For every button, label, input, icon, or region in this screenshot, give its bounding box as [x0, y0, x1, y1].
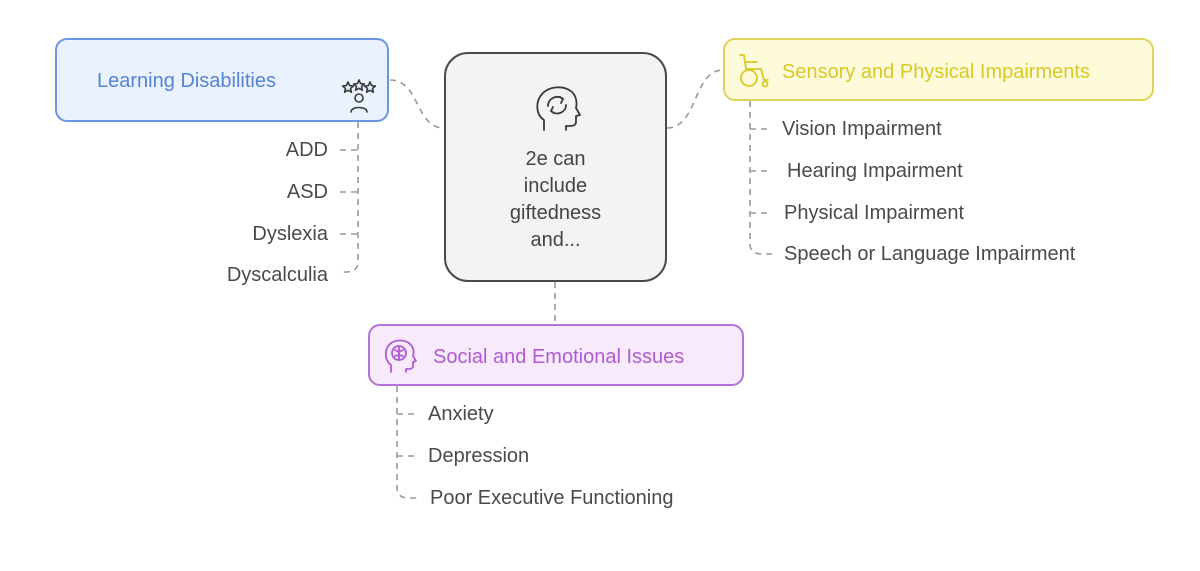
center-node: 2e can include giftedness and... — [444, 52, 667, 282]
people-stars-icon — [340, 78, 378, 121]
connector-learning — [389, 79, 445, 129]
center-text: 2e can include giftedness and... — [509, 148, 602, 251]
learning-disabilities-title: Learning Disabilities — [97, 70, 276, 92]
social-item-depression: Depression — [428, 445, 530, 467]
learning-disabilities-node: Learning Disabilities — [55, 38, 389, 122]
learning-item-add: ADD — [285, 139, 328, 161]
learning-item-asd: ASD — [286, 181, 328, 203]
sensory-item-hearing: Hearing Impairment — [787, 160, 963, 182]
connector-sensory — [666, 69, 724, 129]
social-item-executive: Poor Executive Functioning — [430, 487, 674, 509]
connector-sensory-tree — [749, 101, 772, 255]
learning-item-dyscalculia: Dyscalculia — [226, 264, 328, 286]
wheelchair-icon — [737, 52, 773, 93]
learning-item-dyslexia: Dyslexia — [252, 223, 328, 245]
brain-head-icon — [383, 338, 417, 379]
sensory-item-vision: Vision Impairment — [782, 118, 942, 140]
sensory-item-speech: Speech or Language Impairment — [784, 243, 1076, 265]
sensory-item-physical: Physical Impairment — [784, 202, 965, 224]
connector-learning-tree — [340, 122, 359, 273]
social-emotional-node: Social and Emotional Issues — [368, 324, 744, 386]
connector-social-tree — [396, 386, 418, 499]
head-arrows-icon — [530, 82, 584, 141]
sensory-physical-node: Sensory and Physical Impairments — [723, 38, 1154, 101]
sensory-physical-title: Sensory and Physical Impairments — [782, 61, 1090, 83]
social-item-anxiety: Anxiety — [428, 403, 494, 425]
social-emotional-title: Social and Emotional Issues — [433, 346, 685, 368]
